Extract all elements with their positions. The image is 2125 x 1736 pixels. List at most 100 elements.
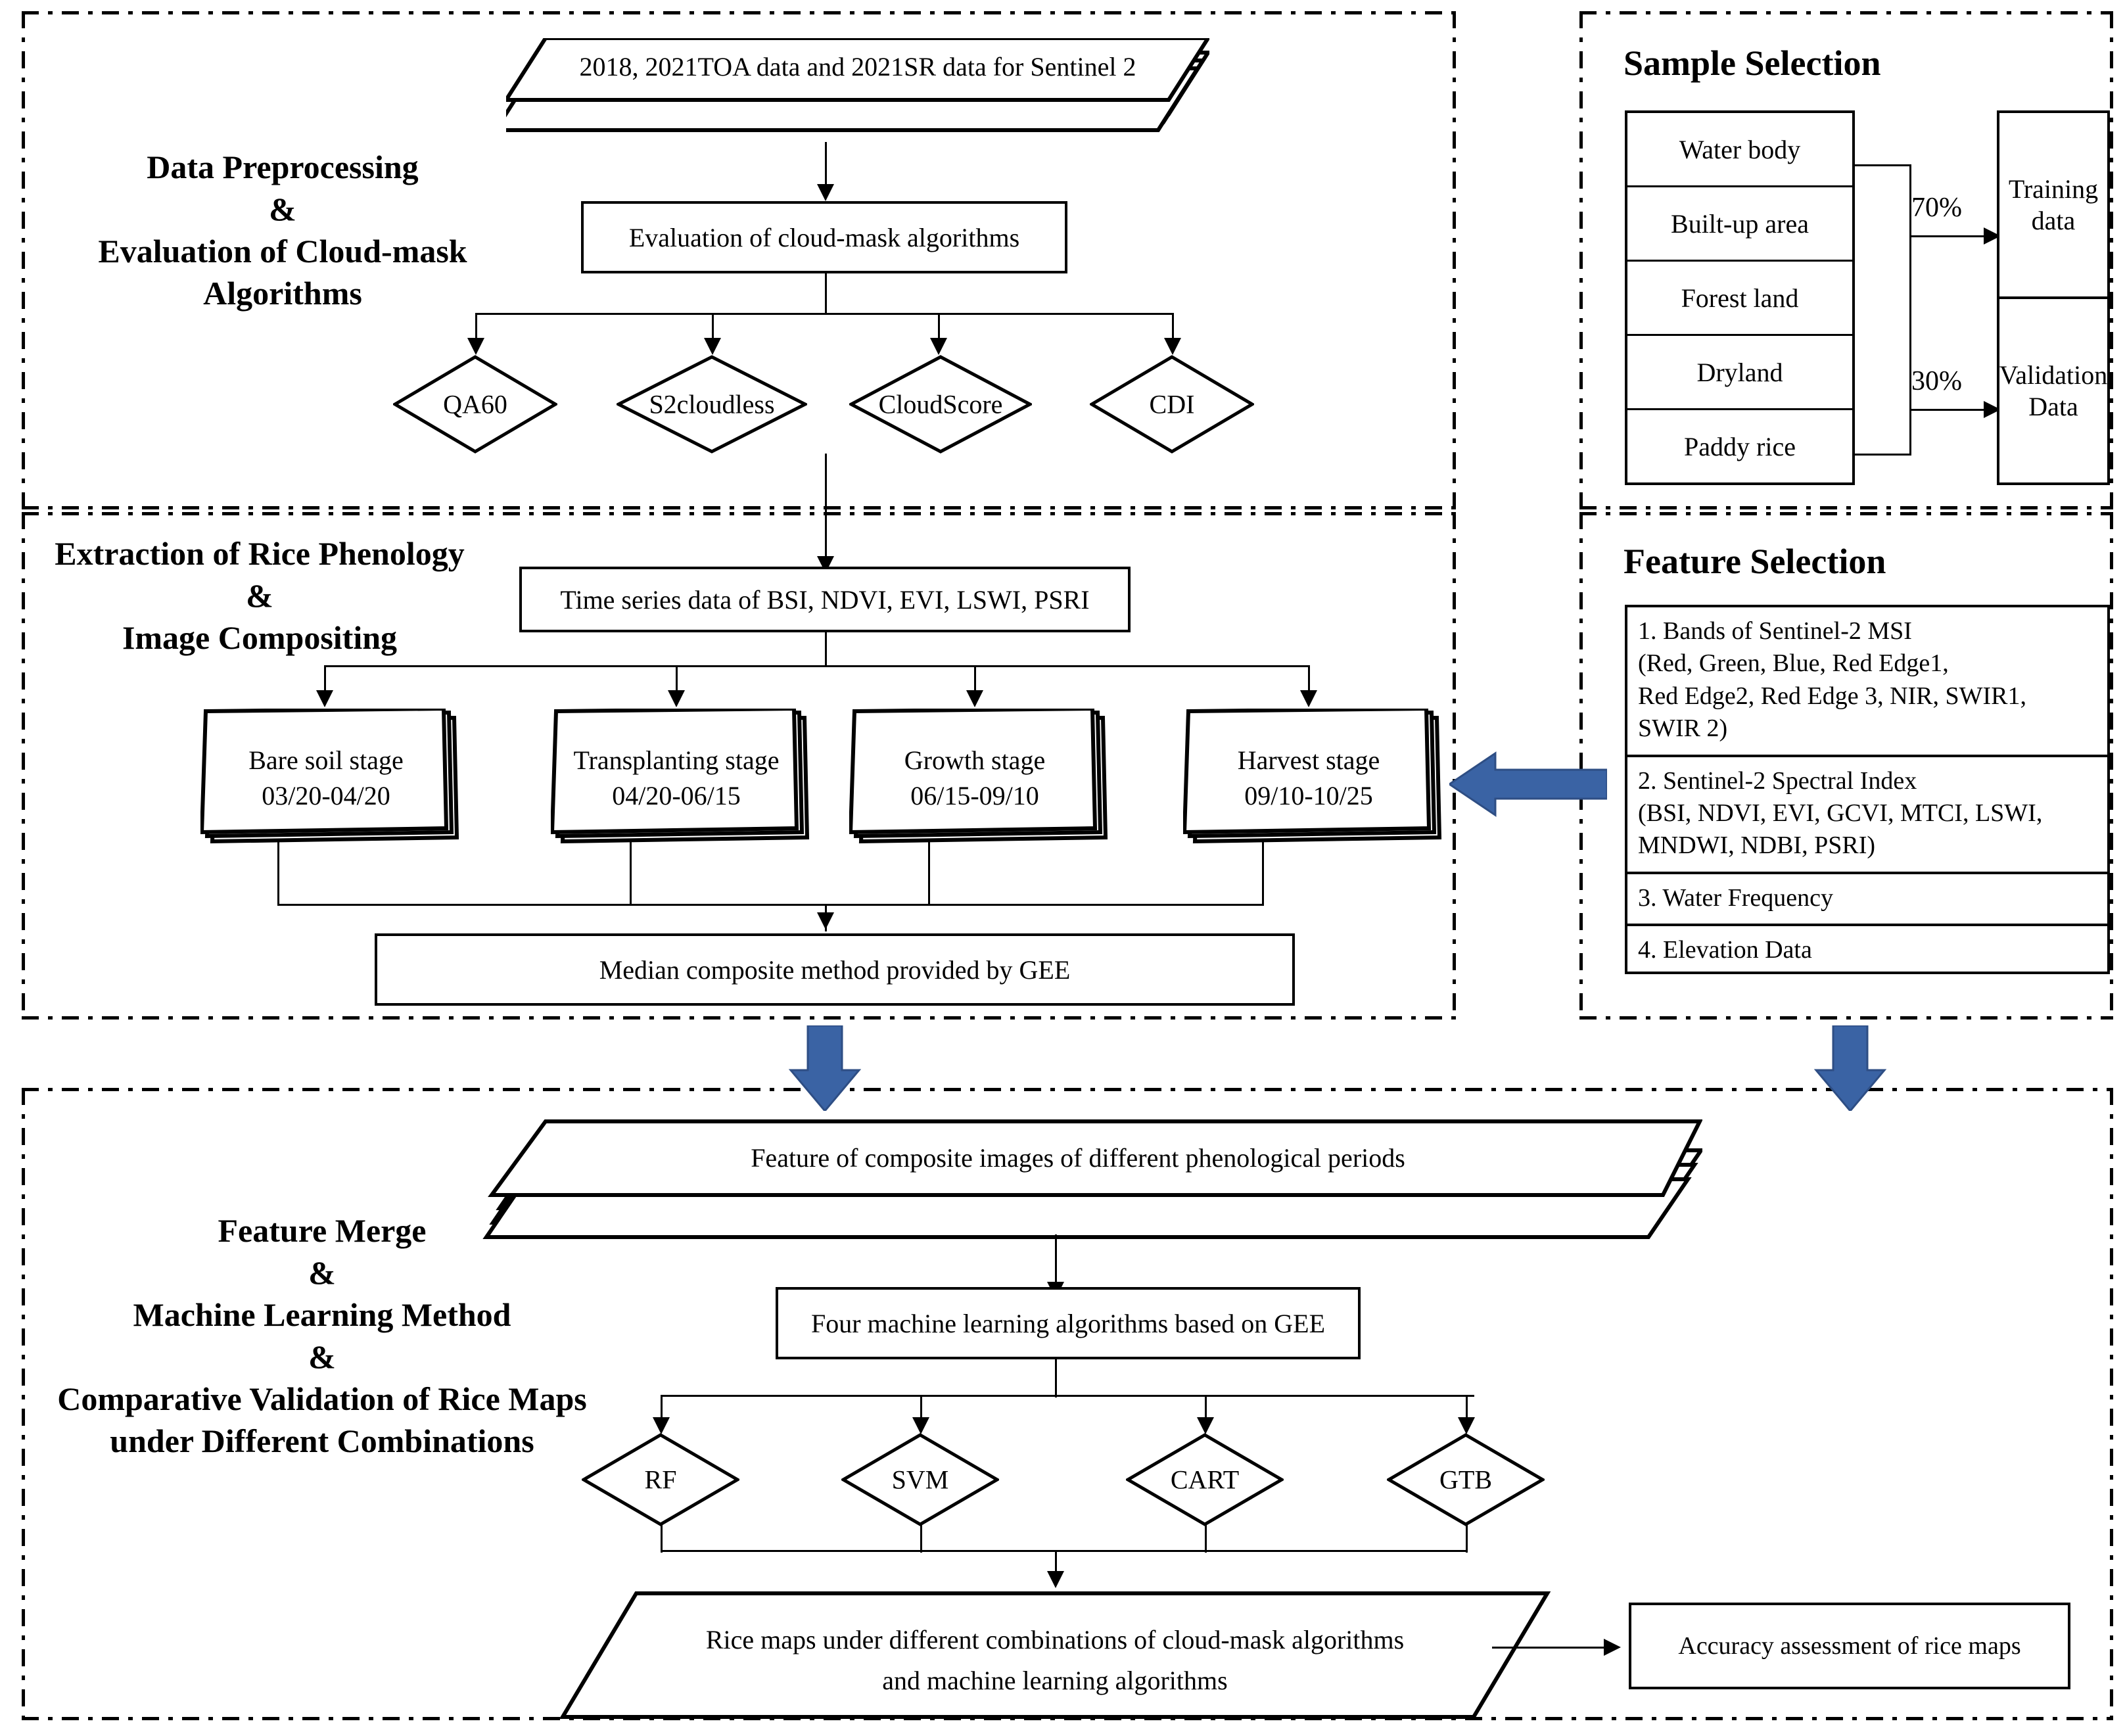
connector-input-to-eval (825, 142, 827, 188)
connector-stage-1-down (277, 841, 279, 906)
connector-stage-4 (1308, 665, 1310, 694)
connector-ts-down (825, 632, 827, 667)
phenology-label-line-3: Image Compositing (122, 619, 398, 656)
stage-2-period: 04/20-06/15 (612, 781, 741, 810)
diamond-rf-label: RF (644, 1465, 677, 1495)
arrowhead-stage-3 (966, 690, 983, 707)
stage-1-name: Bare soil stage (248, 745, 404, 775)
sample-split-table: Training data Validation Data (1997, 110, 2110, 485)
connector-stage-4-down (1262, 841, 1264, 906)
arrowhead-stage-1 (316, 690, 333, 707)
time-series-label: Time series data of BSI, NDVI, EVI, LSWI… (560, 584, 1090, 615)
preproc-label-line-1: Data Preprocessing (147, 149, 419, 185)
split-validation-line-1: Validation (1999, 360, 2108, 390)
stage-card-transplanting: Transplanting stage 04/20-06/15 (551, 709, 814, 853)
connector-result-to-assessment (1492, 1647, 1610, 1649)
diamond-gtb: GTB (1387, 1433, 1545, 1526)
accuracy-assessment-label: Accuracy assessment of rice maps (1678, 1632, 2021, 1660)
merge-label-line-6: under Different Combinations (110, 1422, 534, 1459)
connector-branch-s2cloudless (712, 313, 714, 342)
stage-card-bare-soil: Bare soil stage 03/20-04/20 (200, 709, 463, 853)
connector-branch-cart (1205, 1395, 1207, 1421)
blue-arrow-feature-down (1811, 1025, 1890, 1111)
composite-features-stack: Feature of composite images of different… (454, 1117, 1702, 1262)
connector-gtb-down (1466, 1524, 1468, 1553)
feature-selection-title: Feature Selection (1623, 542, 1886, 581)
split-70-percent-label: 70% (1911, 193, 1962, 223)
stage-3-period: 06/15-09/10 (910, 781, 1039, 810)
panel-label-merge-ml: Feature Merge & Machine Learning Method … (33, 1209, 611, 1462)
connector-ts-bus (324, 665, 1310, 667)
arrowhead-s2cloudless (704, 338, 721, 355)
split-validation-line-2: Data (2028, 391, 2078, 421)
connector-stage-2 (676, 665, 678, 694)
panel-label-data-preprocessing: Data Preprocessing & Evaluation of Cloud… (72, 146, 493, 314)
panel-label-phenology: Extraction of Rice Phenology & Image Com… (30, 532, 490, 659)
stage-3-name: Growth stage (904, 745, 1046, 775)
split-training-line-2: data (2031, 205, 2076, 235)
connector-branch-qa60 (475, 313, 477, 342)
feature-item-spectral-index: 2. Sentinel-2 Spectral Index (BSI, NDVI,… (1627, 757, 2107, 874)
feature-item-elevation: 4. Elevation Data (1627, 926, 2107, 975)
arrowhead-stage-2 (668, 690, 685, 707)
box-accuracy-assessment: Accuracy assessment of rice maps (1629, 1603, 2070, 1689)
ml-algorithms-label: Four machine learning algorithms based o… (810, 1308, 1326, 1338)
connector-branch-cdi (1172, 313, 1174, 342)
sample-class-label: Paddy rice (1684, 431, 1796, 461)
split-30-percent-label: 30% (1911, 366, 1962, 396)
connector-stage-3-down (928, 841, 930, 906)
preproc-label-line-4: Algorithms (203, 275, 362, 312)
box-time-series-data: Time series data of BSI, NDVI, EVI, LSWI… (519, 567, 1131, 632)
sample-class-label: Forest land (1681, 283, 1799, 313)
connector-branch-rf (661, 1395, 663, 1421)
arrowhead-rf (653, 1417, 670, 1434)
feature-2-line-3: MNDWI, NDBI, PSRI) (1638, 832, 1875, 860)
blue-arrow-feature-to-stages (1449, 748, 1607, 820)
blue-arrow-phenology-down (785, 1025, 864, 1111)
stage-4-name: Harvest stage (1237, 745, 1380, 775)
arrowhead-cloudscore (930, 338, 947, 355)
composite-features-label: Feature of composite images of different… (751, 1143, 1405, 1173)
connector-to-result (1055, 1550, 1057, 1585)
merge-label-line-3: Machine Learning Method (133, 1296, 511, 1333)
merge-label-line-1: Feature Merge (218, 1212, 427, 1249)
feature-1-line-2: (Red, Green, Blue, Red Edge1, (1638, 649, 1949, 678)
arrowhead-result-to-assessment (1604, 1639, 1621, 1656)
sample-class-label: Water body (1679, 134, 1801, 164)
arrowhead-input-to-eval (817, 184, 834, 201)
feature-4-line-1: 4. Elevation Data (1638, 936, 1812, 964)
split-target-training: Training data (1999, 113, 2107, 299)
connector-eval-bus (475, 313, 1174, 315)
stage-card-harvest: Harvest stage 09/10-10/25 (1183, 709, 1446, 853)
diamond-cdi: CDI (1090, 355, 1254, 454)
box-ml-algorithms: Four machine learning algorithms based o… (776, 1287, 1361, 1359)
merge-label-line-2: & (308, 1254, 336, 1291)
sample-class-label: Built-up area (1671, 208, 1809, 239)
sample-class-row-paddy-rice: Paddy rice (1627, 410, 1852, 482)
connector-features-to-ml (1055, 1234, 1057, 1298)
diamond-cart: CART (1126, 1433, 1284, 1526)
diamond-cloudscore-label: CloudScore (878, 389, 1003, 419)
connector-branch-svm (920, 1395, 922, 1421)
connector-stage-1 (324, 665, 326, 694)
merge-label-line-5: Comparative Validation of Rice Maps (57, 1380, 587, 1417)
connector-eval-down (825, 273, 827, 314)
diamond-cdi-label: CDI (1149, 389, 1195, 419)
connector-30-percent (1909, 409, 1988, 411)
median-composite-label: Median composite method provided by GEE (599, 954, 1071, 985)
phenology-label-line-1: Extraction of Rice Phenology (55, 535, 465, 572)
result-rice-maps-shape: Rice maps under different combinations o… (559, 1589, 1551, 1721)
result-line-2: and machine learning algorithms (882, 1666, 1228, 1695)
arrowhead-cdi (1164, 338, 1181, 355)
connector-branch-gtb (1466, 1395, 1468, 1421)
feature-3-line-1: 3. Water Frequency (1638, 883, 1833, 912)
stage-2-name: Transplanting stage (573, 745, 780, 775)
sample-class-row-dryland: Dryland (1627, 336, 1852, 410)
arrowhead-gtb (1458, 1417, 1475, 1434)
diamond-s2cloudless: S2cloudless (617, 355, 807, 454)
preproc-label-line-2: & (269, 191, 296, 227)
evaluation-label: Evaluation of cloud-mask algorithms (628, 222, 1020, 252)
feature-1-line-1: 1. Bands of Sentinel-2 MSI (1638, 617, 1912, 645)
connector-ml-down (1055, 1359, 1057, 1397)
connector-panel1-to-panel2 (825, 454, 827, 568)
